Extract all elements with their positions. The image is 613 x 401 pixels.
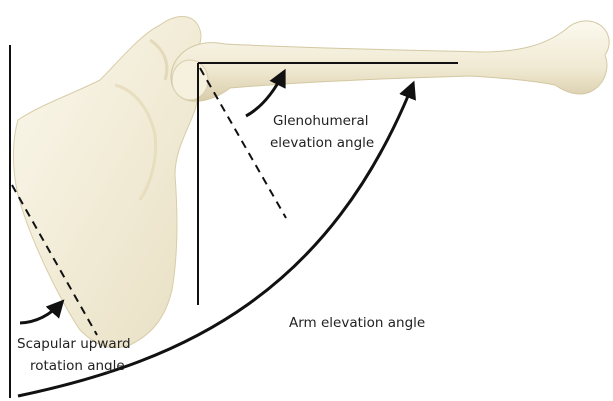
- scapular-rotation-arrow: [20, 302, 62, 323]
- label-glenohumeral-line2: elevation angle: [270, 135, 374, 151]
- label-glenohumeral-line1: Glenohumeral: [273, 113, 368, 129]
- label-scapular-line1: Scapular upward: [17, 336, 131, 352]
- label-arm-elevation: Arm elevation angle: [289, 315, 425, 331]
- humerus-bone: [171, 21, 609, 101]
- label-scapular-line2: rotation angle: [30, 358, 125, 374]
